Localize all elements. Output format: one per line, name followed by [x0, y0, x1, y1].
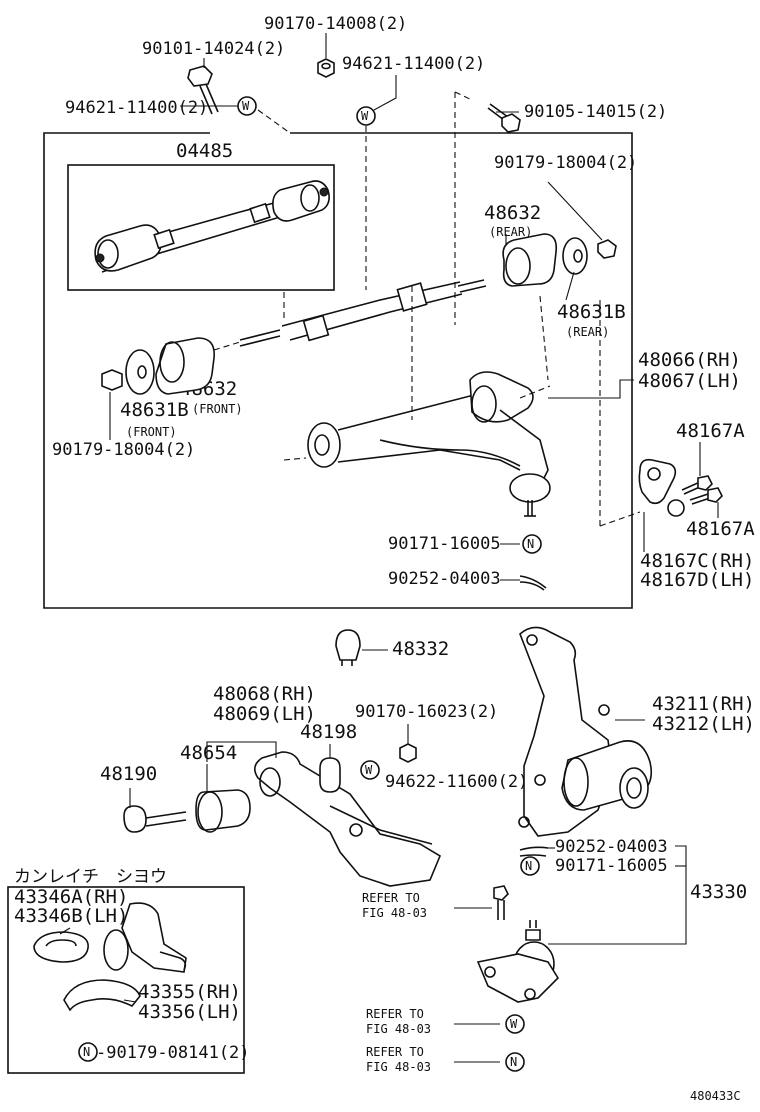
cotter-pin-90252-04003-b: [519, 846, 549, 857]
washer-refer: W: [505, 1014, 525, 1034]
shaft-assembly-04485: [94, 180, 330, 273]
label-94621-11400-b: 94621-11400(2): [342, 54, 485, 74]
refer-to-1: REFER TO: [362, 891, 420, 905]
label-04485: 04485: [176, 140, 233, 162]
svg-text:W: W: [365, 763, 373, 777]
steering-knuckle-43211: [518, 626, 653, 837]
label-48068: 48068(RH): [213, 683, 316, 705]
label-48167d: 48167D(LH): [640, 569, 754, 591]
refer-to-1b: FIG 48-03: [362, 906, 427, 920]
refer-to-2: REFER TO: [366, 1007, 424, 1021]
label-90179-18004-a: 90179-18004(2): [494, 153, 637, 173]
label-43356: 43356(LH): [138, 1001, 241, 1023]
camber-plate-48167c: [638, 458, 685, 517]
cold-climate-frame: [7, 886, 245, 1074]
svg-text:W: W: [510, 1017, 518, 1031]
washer-48631b-rear: [562, 237, 588, 275]
cold-climate-heading: カンレイチ シヨウ: [14, 867, 167, 887]
label-48632-rear: 48632: [484, 202, 541, 224]
label-48198: 48198: [300, 721, 357, 743]
refer-to-3: REFER TO: [366, 1045, 424, 1059]
ball-joint-43330: [476, 920, 560, 1003]
svg-text:N: N: [83, 1045, 90, 1059]
svg-text:N: N: [525, 859, 532, 873]
label-48654: 48654: [180, 742, 237, 764]
refer-to-3b: FIG 48-03: [366, 1060, 431, 1074]
label-48066: 48066(RH): [638, 349, 741, 371]
label-90101-14024: 90101-14024(2): [142, 39, 285, 59]
svg-text:N: N: [527, 537, 534, 551]
knuckle-partial: [103, 902, 187, 973]
label-90105-14015: 90105-14015(2): [524, 102, 667, 122]
bolt-48167a-1: [681, 475, 713, 495]
label-43355: 43355(RH): [138, 981, 241, 1003]
svg-text:W: W: [242, 99, 250, 113]
label-48332: 48332: [392, 638, 449, 660]
label-48190: 48190: [100, 763, 157, 785]
bolt-48190: [123, 805, 187, 833]
nut-90171-16005-b: N: [520, 856, 540, 876]
bushing-48632-rear: [502, 233, 558, 287]
label-front-2: (FRONT): [126, 425, 177, 439]
nut-90179-18004-front: [101, 369, 123, 391]
label-90171-16005-a: 90171-16005: [388, 534, 501, 554]
upper-arm-group-frame: [43, 132, 633, 609]
label-front-1: (FRONT): [192, 402, 243, 416]
label-rear-1: (REAR): [489, 225, 532, 239]
label-48069: 48069(LH): [213, 703, 316, 725]
label-43330: 43330: [690, 881, 747, 903]
nut-refer: N: [505, 1052, 525, 1072]
stopper-48198: [319, 757, 341, 793]
label-43212: 43212(LH): [652, 713, 755, 735]
label-94622-11600: 94622-11600(2): [385, 772, 528, 792]
label-43211: 43211(RH): [652, 693, 755, 715]
upper-control-arm-48066: [307, 371, 551, 517]
label-43346a: 43346A(RH): [14, 886, 128, 908]
cover-43355: [63, 979, 141, 1012]
label-48167a-2: 48167A: [686, 518, 755, 540]
nut-90179-18004-rear: [597, 239, 617, 259]
label-94621-11400-a: 94621-11400(2): [65, 98, 208, 118]
bolt-90105-14015: [487, 103, 521, 133]
washer-48631b-front: [125, 349, 155, 395]
label-90252-04003-a: 90252-04003: [388, 569, 501, 589]
label-90179-08141: -90179-08141(2): [96, 1043, 250, 1063]
seal-43346a: [33, 931, 89, 963]
bushing-48654: [195, 789, 251, 833]
lower-control-arm-48068: [254, 751, 442, 887]
svg-text:W: W: [361, 109, 369, 123]
nut-90170-16023: [399, 743, 417, 763]
nut-90170-14008: [317, 58, 335, 78]
label-48167a-1: 48167A: [676, 420, 745, 442]
label-48167c: 48167C(RH): [640, 550, 754, 572]
cotter-pin-90252-04003-a: [519, 575, 547, 591]
washer-94621-11400-b: W: [356, 106, 376, 126]
label-90171-16005-b: 90171-16005: [555, 856, 668, 876]
label-rear-2: (REAR): [566, 325, 609, 339]
bolt-refer-48-03: [493, 885, 509, 920]
washer-94621-11400-a: W: [237, 96, 257, 116]
diagram-id: 480433C: [690, 1089, 741, 1103]
washer-94622-11600: W: [360, 760, 380, 780]
label-48631b-rear: 48631B: [557, 301, 626, 323]
svg-text:N: N: [510, 1055, 517, 1069]
nut-90171-16005-a: N: [522, 534, 542, 554]
label-48631b-front: 48631B: [120, 399, 189, 421]
nut-90179-08141: N: [78, 1042, 98, 1062]
label-90170-14008: 90170-14008(2): [264, 14, 407, 34]
label-90170-16023: 90170-16023(2): [355, 702, 498, 722]
subassembly-04485-frame: [67, 164, 335, 291]
label-90252-04003-b: 90252-04003: [555, 837, 668, 857]
bump-stopper-48332: [335, 629, 361, 666]
bushing-48632-front: [155, 337, 215, 395]
label-90179-18004-b: 90179-18004(2): [52, 440, 195, 460]
label-48067: 48067(LH): [638, 370, 741, 392]
label-43346b: 43346B(LH): [14, 905, 128, 927]
refer-to-2b: FIG 48-03: [366, 1022, 431, 1036]
bolt-48167a-2: [689, 487, 723, 505]
